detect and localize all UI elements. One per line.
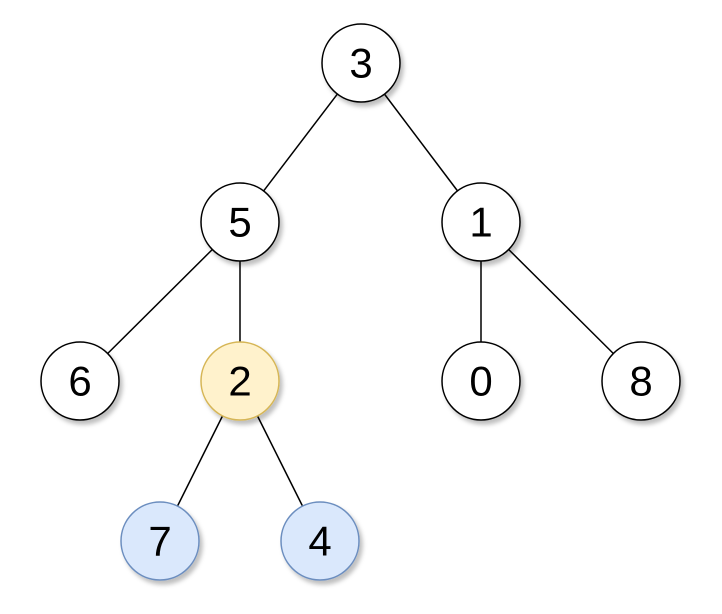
node-label: 7	[148, 518, 171, 565]
tree-node-6: 6	[40, 341, 120, 421]
node-circle	[441, 182, 521, 262]
edge-n2-n7	[176, 415, 224, 507]
tree-node-2: 2	[200, 341, 280, 421]
tree-node-3: 3	[321, 23, 401, 103]
tree-node-5: 5	[200, 182, 280, 262]
node-label: 1	[469, 199, 492, 246]
node-label: 8	[629, 358, 652, 405]
tree-node-7: 7	[120, 501, 200, 581]
node-circle	[441, 341, 521, 421]
edge-n3-n5	[263, 93, 338, 192]
node-label: 5	[228, 199, 251, 246]
node-circle	[40, 341, 120, 421]
node-circle	[120, 501, 200, 581]
tree-node-1: 1	[441, 182, 521, 262]
node-label: 3	[349, 40, 372, 87]
node-circle	[280, 501, 360, 581]
edge-n2-n4	[256, 415, 304, 507]
node-label: 0	[469, 358, 492, 405]
tree-node-8: 8	[601, 341, 681, 421]
edges-layer	[107, 93, 614, 507]
node-label: 6	[68, 358, 91, 405]
edge-n1-n8	[508, 248, 614, 355]
node-label: 4	[308, 518, 331, 565]
node-circle	[200, 182, 280, 262]
tree-node-0: 0	[441, 341, 521, 421]
tree-node-4: 4	[280, 501, 360, 581]
edge-n3-n1	[383, 93, 459, 192]
node-circle	[601, 341, 681, 421]
node-label: 2	[228, 358, 251, 405]
node-circle	[321, 23, 401, 103]
nodes-layer: 3 5 1 6 2 0 8 7 4	[40, 23, 681, 581]
edge-n5-n6	[107, 248, 213, 355]
node-circle	[200, 341, 280, 421]
